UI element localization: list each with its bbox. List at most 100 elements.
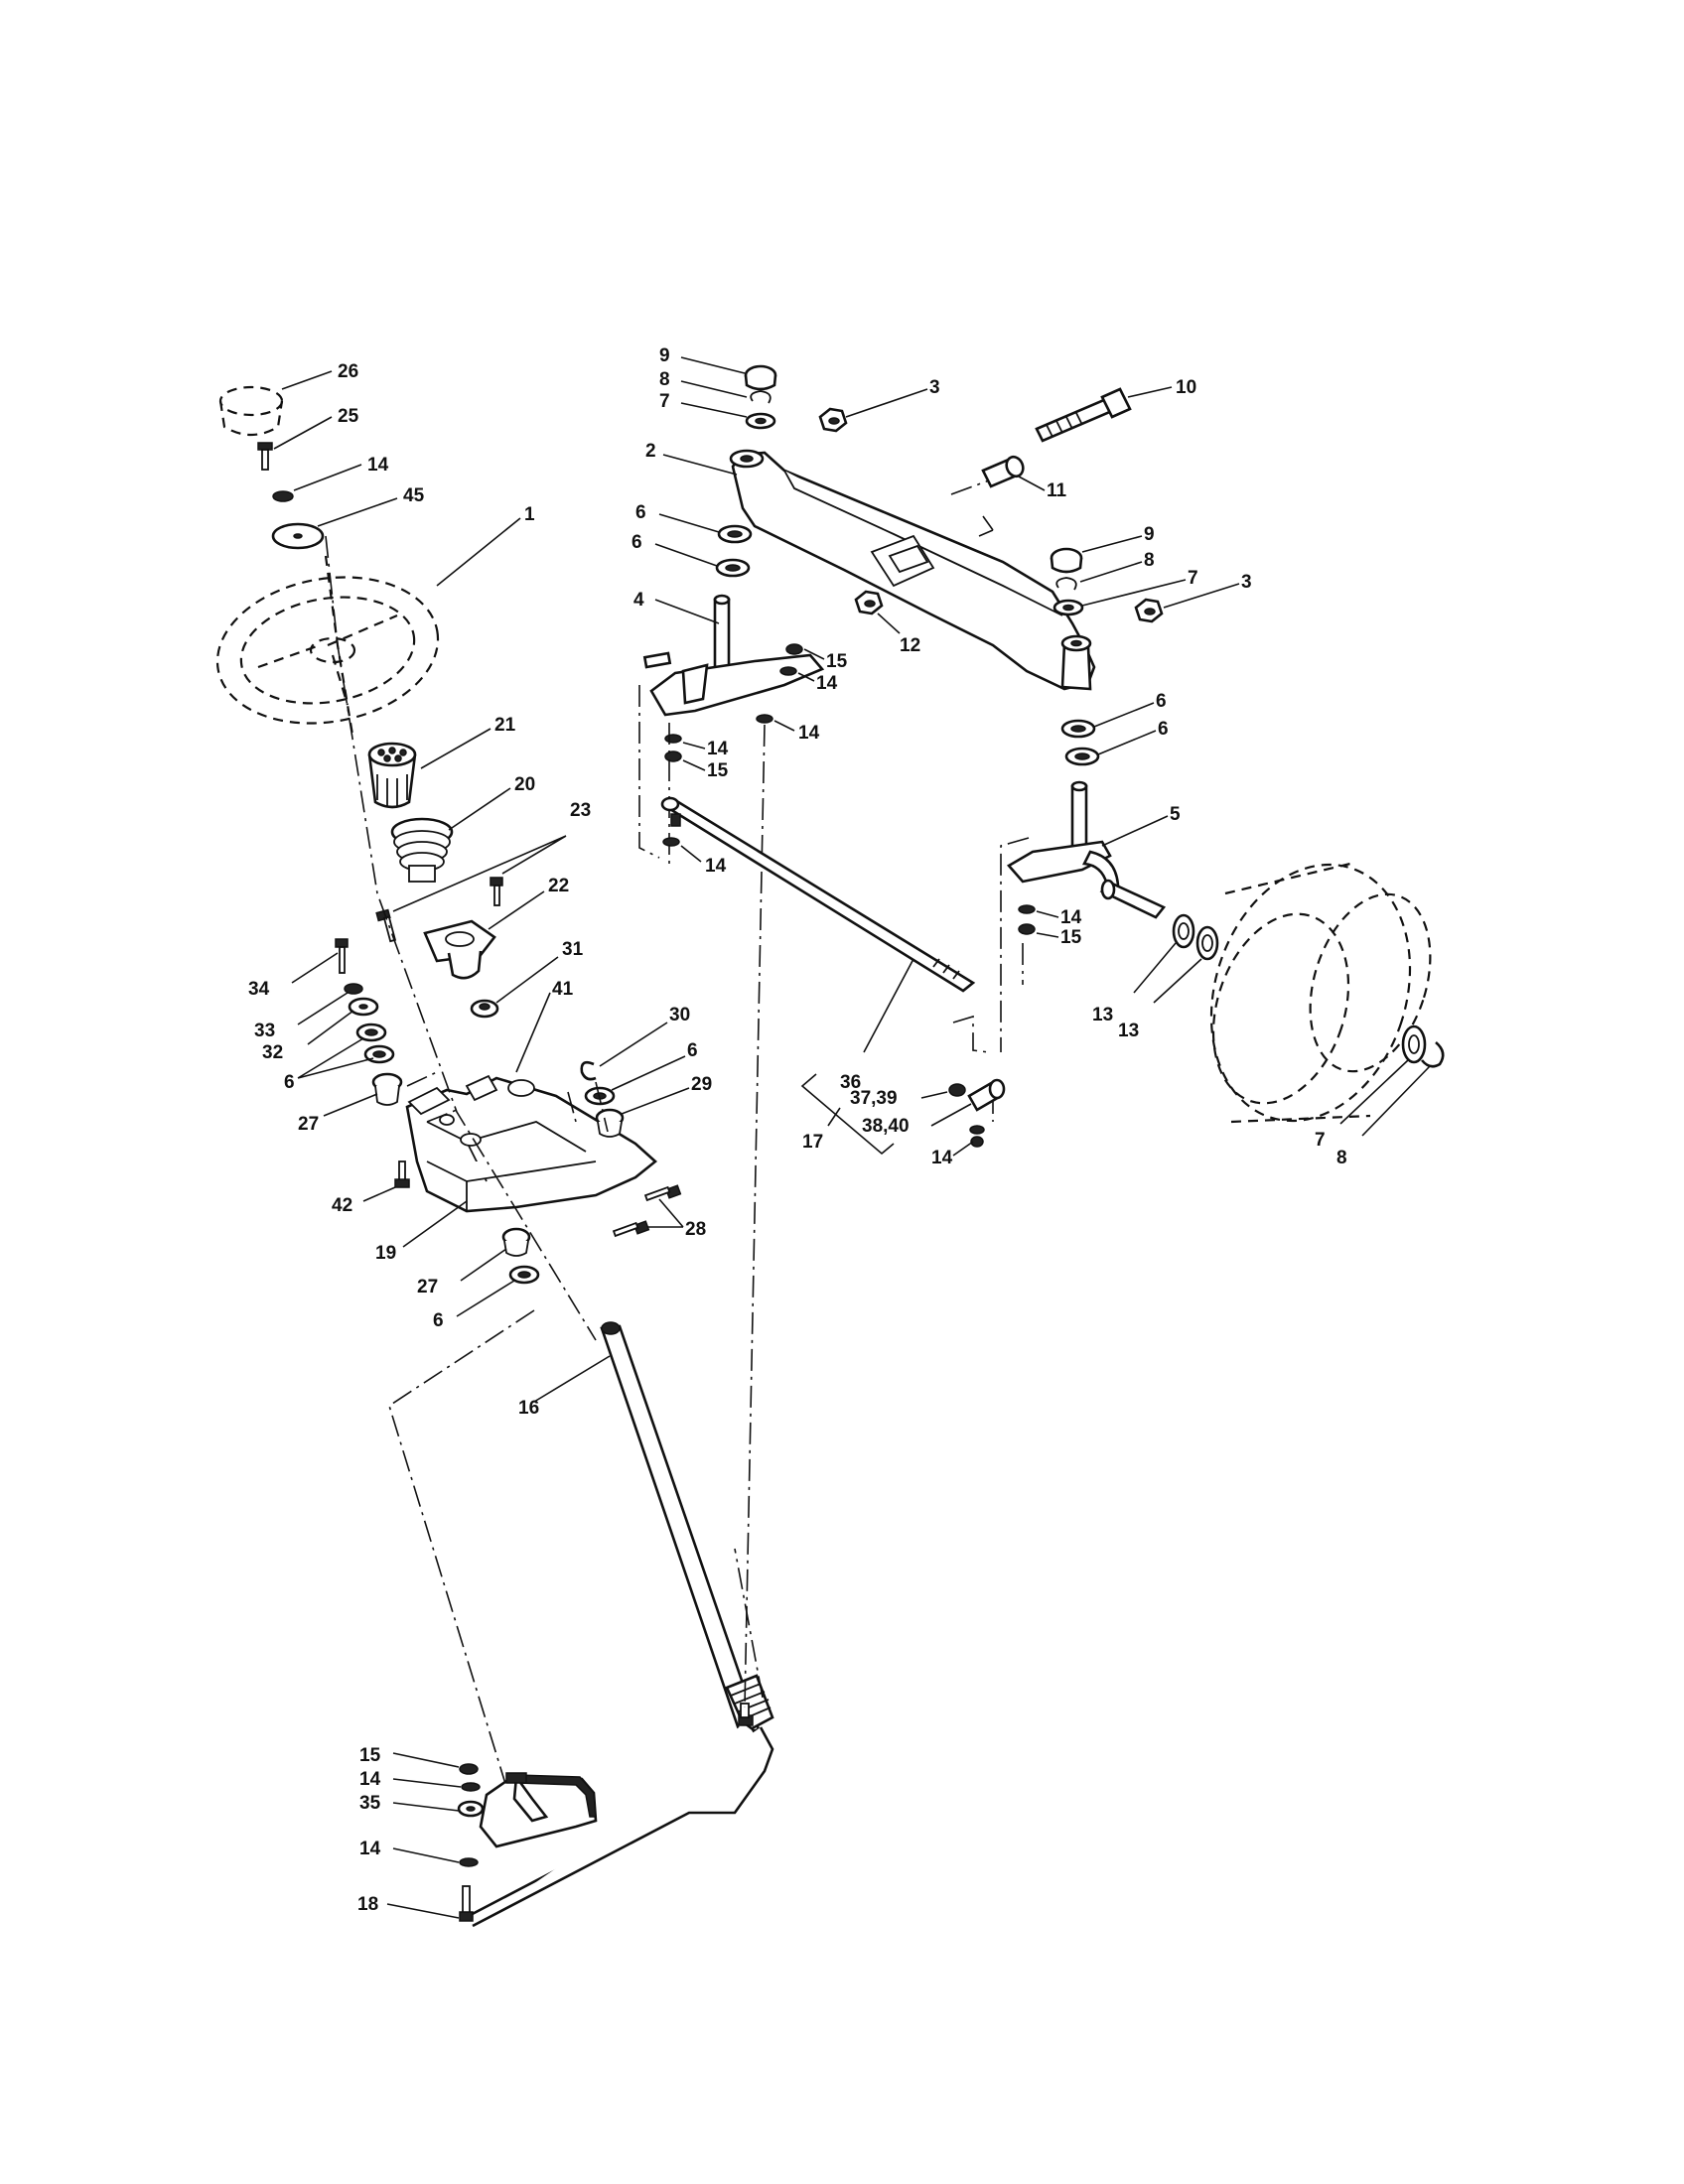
washer-14-tie-rod-left <box>662 837 680 847</box>
callout-20: 20 <box>514 774 535 795</box>
bellows-boot-20 <box>390 817 454 883</box>
bearing-6-axle-right-b <box>1064 747 1100 766</box>
callout-13-b: 13 <box>1118 1021 1139 1041</box>
callout-18: 18 <box>357 1894 378 1915</box>
callout-14-top-left: 14 <box>367 455 389 476</box>
bracket-17 <box>800 1073 895 1156</box>
lock-washer-14-lower-a <box>461 1782 481 1792</box>
callout-3-right: 3 <box>1241 572 1252 593</box>
nut-15-lower <box>459 1763 479 1775</box>
callout-41: 41 <box>552 979 574 1000</box>
callout-4: 4 <box>633 590 644 611</box>
washer-13-a <box>1172 913 1195 949</box>
callout-34: 34 <box>248 979 270 1000</box>
callout-3-left: 3 <box>929 377 940 398</box>
callout-7-right: 7 <box>1188 568 1198 589</box>
callout-30: 30 <box>669 1005 690 1025</box>
spacer-27-top <box>371 1072 403 1106</box>
pivot-bolt-10 <box>1035 387 1132 443</box>
callout-10: 10 <box>1176 377 1196 398</box>
callout-32: 32 <box>262 1042 283 1063</box>
callout-6-axle-left-a: 6 <box>635 502 646 523</box>
centerline-pivot <box>950 479 994 537</box>
callout-7-left: 7 <box>659 391 670 412</box>
callout-14-lower-b: 14 <box>359 1839 381 1859</box>
washer-45 <box>271 522 325 550</box>
callout-13-a: 13 <box>1092 1005 1113 1025</box>
callout-12: 12 <box>900 635 920 656</box>
callout-14-spindle-right: 14 <box>1060 907 1082 928</box>
callout-11: 11 <box>1047 480 1067 501</box>
cap-9-right <box>1050 547 1083 574</box>
washer-7-wheel <box>1401 1024 1427 1064</box>
nut-15-spindle-left-lower <box>664 751 682 762</box>
callout-31: 31 <box>562 939 584 960</box>
callout-14-tie-rod-left: 14 <box>705 856 727 877</box>
washer-32 <box>348 997 379 1017</box>
callout-6-center: 6 <box>687 1040 698 1061</box>
callout-6-axle-right-b: 6 <box>1158 719 1169 740</box>
centerline-bracket-marks <box>406 1071 609 1133</box>
washer-14-spindle-left-b <box>756 714 773 724</box>
spindle-5-right <box>1006 780 1167 919</box>
drag-link <box>464 1703 774 1928</box>
bolt-23b <box>490 877 503 906</box>
bushing-31 <box>470 999 499 1019</box>
callout-14-spindle-left-b: 14 <box>798 723 820 744</box>
washer-14-ball-joint <box>969 1125 985 1135</box>
callout-27-bottom: 27 <box>417 1277 438 1297</box>
nut-12 <box>854 590 884 615</box>
callout-9-left: 9 <box>659 345 670 366</box>
centerline-drag-link <box>734 1548 764 1699</box>
nut-3-right <box>1134 598 1164 623</box>
lock-washer-14 <box>272 490 294 502</box>
callout-8-wheel: 8 <box>1336 1148 1347 1168</box>
callout-1: 1 <box>524 504 535 525</box>
callout-21: 21 <box>494 715 516 736</box>
sector-gear <box>479 1772 598 1848</box>
callout-6-axle-right-a: 6 <box>1156 691 1167 712</box>
washer-14-spindle-right <box>1018 904 1036 914</box>
nut-33 <box>344 983 363 995</box>
screw-25 <box>257 442 273 471</box>
callout-8-left: 8 <box>659 369 670 390</box>
callout-25: 25 <box>338 406 359 427</box>
callout-14-lower-a: 14 <box>359 1769 381 1790</box>
nut-37-39 <box>948 1083 966 1097</box>
bearing-6-bottom-left <box>508 1265 540 1285</box>
callout-2: 2 <box>645 441 656 462</box>
bushing-11 <box>981 455 1025 488</box>
callout-5: 5 <box>1170 804 1181 825</box>
callout-42: 42 <box>332 1195 352 1216</box>
callout-37-39: 37,39 <box>850 1088 898 1109</box>
washer-13-b <box>1195 925 1219 961</box>
washer-35 <box>457 1800 485 1818</box>
ball-joint-38-40 <box>967 1078 1006 1112</box>
steering-shaft-16 <box>600 1321 774 1737</box>
callout-16: 16 <box>518 1398 539 1419</box>
centerline-sector-gear <box>388 1309 535 1788</box>
callout-26: 26 <box>338 361 358 382</box>
steering-wheel-1 <box>215 555 440 736</box>
callout-14-ball-joint: 14 <box>931 1148 953 1168</box>
front-wheel <box>1209 862 1432 1124</box>
spacer-29 <box>595 1108 625 1138</box>
centerline-spindle-right <box>952 837 1030 1122</box>
callout-45: 45 <box>403 485 425 506</box>
centerline-steering-shaft <box>325 535 597 1341</box>
washer-7-right <box>1052 599 1084 616</box>
callout-8-right: 8 <box>1144 550 1155 571</box>
callout-23: 23 <box>570 800 591 821</box>
bearing-6-left-a <box>355 1023 387 1042</box>
nut-3-left <box>818 407 848 433</box>
callout-19: 19 <box>375 1243 396 1264</box>
steering-cap-26 <box>218 385 284 437</box>
callout-17: 17 <box>802 1132 823 1153</box>
washer-7-left <box>745 412 776 430</box>
spacer-27-bottom <box>501 1227 531 1257</box>
bearing-6-axle-left-a <box>717 524 753 544</box>
nut-15-spindle-right <box>1018 923 1036 935</box>
callout-29: 29 <box>691 1074 712 1095</box>
callout-14-spindle-left-c: 14 <box>707 739 729 759</box>
e-clip-30 <box>580 1060 597 1081</box>
